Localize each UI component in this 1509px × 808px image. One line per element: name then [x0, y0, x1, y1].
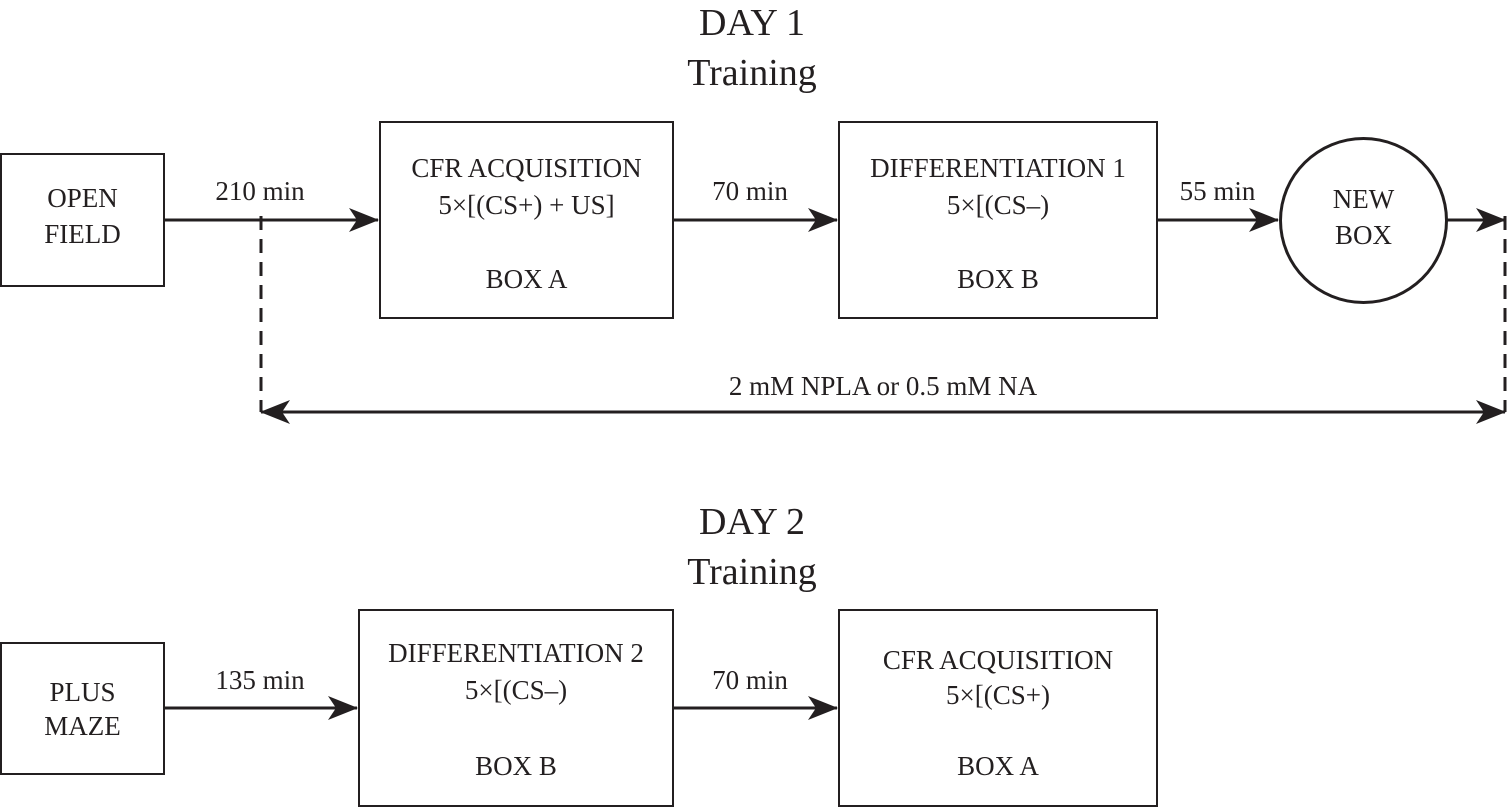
day2-subheading: Training [687, 551, 817, 593]
differentiation2-box: DIFFERENTIATION 2 5×[(CS–) BOX B [358, 609, 674, 807]
plus-maze-line2: MAZE [44, 711, 121, 741]
cfr2-context: BOX A [957, 751, 1039, 781]
interval-label-210: 210 min [215, 176, 305, 206]
day2-heading: DAY 2 [699, 501, 805, 543]
plus-maze-box: PLUS MAZE [0, 642, 165, 775]
differentiation1-box: DIFFERENTIATION 1 5×[(CS–) BOX B [838, 121, 1158, 319]
diff2-title: DIFFERENTIATION 2 [388, 638, 644, 668]
diff1-context: BOX B [957, 264, 1039, 294]
interval-label-70-day1: 70 min [712, 176, 788, 206]
cfr2-trials: 5×[(CS+) [946, 680, 1050, 710]
cfr-acquisition-box-day1: CFR ACQUISITION 5×[(CS+) + US] BOX A [379, 121, 674, 319]
new-box-line1: NEW [1332, 184, 1395, 214]
interval-label-135: 135 min [215, 665, 305, 695]
plus-maze-line1: PLUS [49, 677, 116, 707]
cfr-title: CFR ACQUISITION [411, 153, 642, 183]
interval-label-55: 55 min [1179, 176, 1256, 206]
diff1-trials: 5×[(CS–) [946, 190, 1050, 220]
cfr-trials: 5×[(CS+) + US] [438, 190, 615, 220]
day1-heading: DAY 1 [699, 2, 805, 44]
open-field-line1: OPEN [47, 183, 118, 213]
drug-label: 2 mM NPLA or 0.5 mM NA [728, 371, 1038, 401]
diff2-trials: 5×[(CS–) [464, 675, 568, 705]
cfr-acquisition-box-day2: CFR ACQUISITION 5×[(CS+) BOX A [838, 609, 1158, 807]
interval-label-70-day2: 70 min [712, 665, 788, 695]
open-field-box: OPEN FIELD [0, 153, 165, 287]
cfr-context: BOX A [485, 264, 568, 294]
open-field-line2: FIELD [44, 219, 121, 249]
new-box-line2: BOX [1334, 220, 1392, 250]
diff1-title: DIFFERENTIATION 1 [870, 153, 1126, 183]
new-box-circle: NEW BOX [1279, 137, 1448, 304]
day1-subheading: Training [687, 52, 817, 94]
cfr2-title: CFR ACQUISITION [882, 645, 1114, 675]
diff2-context: BOX B [475, 751, 557, 781]
